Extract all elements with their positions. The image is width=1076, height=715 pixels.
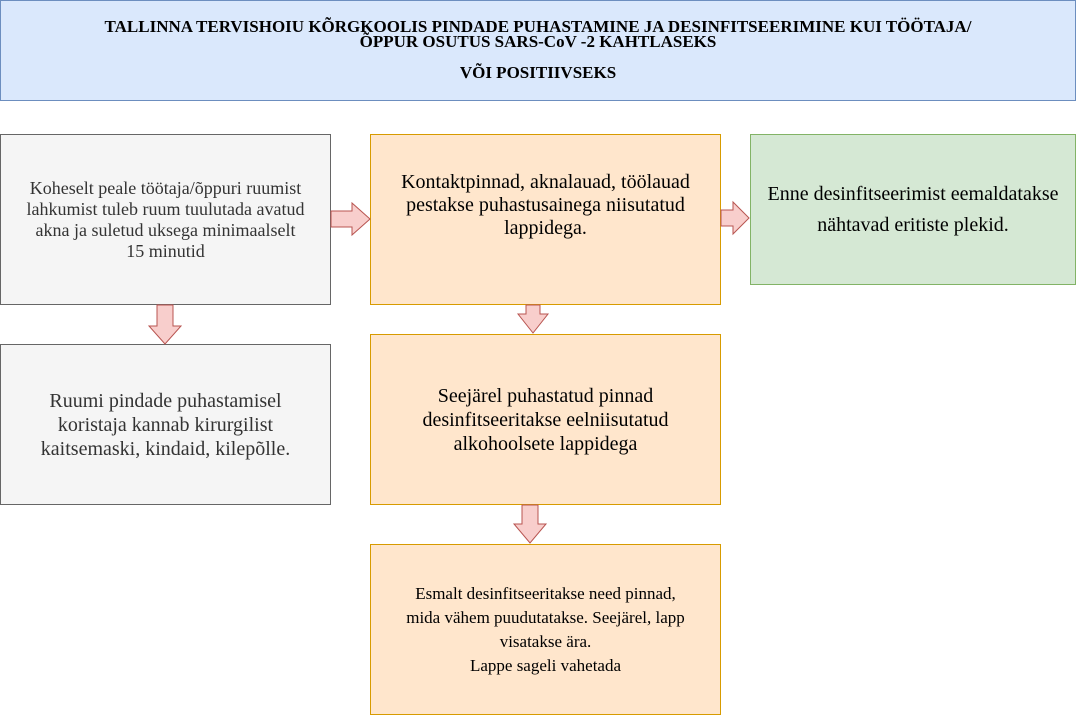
disinfect-surfaces-text: Seejärel puhastatud pinnad desinfitseeri… bbox=[422, 384, 669, 455]
ventilate-room-text: Koheselt peale töötaja/õppuri ruumist la… bbox=[26, 177, 305, 261]
remove-stains-text: Enne desinfitseerimist eemaldatakse näht… bbox=[767, 182, 1059, 236]
arrow-right-icon bbox=[720, 200, 750, 236]
wet-wipe-cleaning-box: Kontaktpinnad, aknalauad, töölauad pesta… bbox=[370, 134, 721, 305]
arrow-down-icon bbox=[147, 304, 183, 345]
disinfect-surfaces-box: Seejärel puhastatud pinnad desinfitseeri… bbox=[370, 334, 721, 505]
disinfection-order-box: Esmalt desinfitseeritakse need pinnad, m… bbox=[370, 544, 721, 715]
diagram-title-line-2: ÕPPUR OSUTUS SARS-CoV -2 KAHTLASEKS bbox=[359, 31, 717, 51]
diagram-title-line-1: TALLINNA TERVISHOIU KÕRGKOOLIS PINDADE P… bbox=[104, 16, 972, 36]
arrow-down-icon bbox=[512, 504, 548, 544]
arrow-right-icon bbox=[330, 201, 371, 237]
diagram-title-box: TALLINNA TERVISHOIU KÕRGKOOLIS PINDADE P… bbox=[0, 0, 1076, 101]
protective-gear-box: Ruumi pindade puhastamisel koristaja kan… bbox=[0, 344, 331, 505]
wet-wipe-cleaning-text: Kontaktpinnad, aknalauad, töölauad pesta… bbox=[401, 171, 690, 239]
remove-stains-box: Enne desinfitseerimist eemaldatakse näht… bbox=[750, 134, 1076, 285]
ventilate-room-box: Koheselt peale töötaja/õppuri ruumist la… bbox=[0, 134, 331, 305]
disinfection-order-text: Esmalt desinfitseeritakse need pinnad, m… bbox=[406, 583, 685, 675]
arrow-down-icon bbox=[516, 304, 550, 334]
diagram-title-line-3: VÕI POSITIIVSEKS bbox=[459, 62, 617, 82]
protective-gear-text: Ruumi pindade puhastamisel koristaja kan… bbox=[40, 389, 291, 460]
